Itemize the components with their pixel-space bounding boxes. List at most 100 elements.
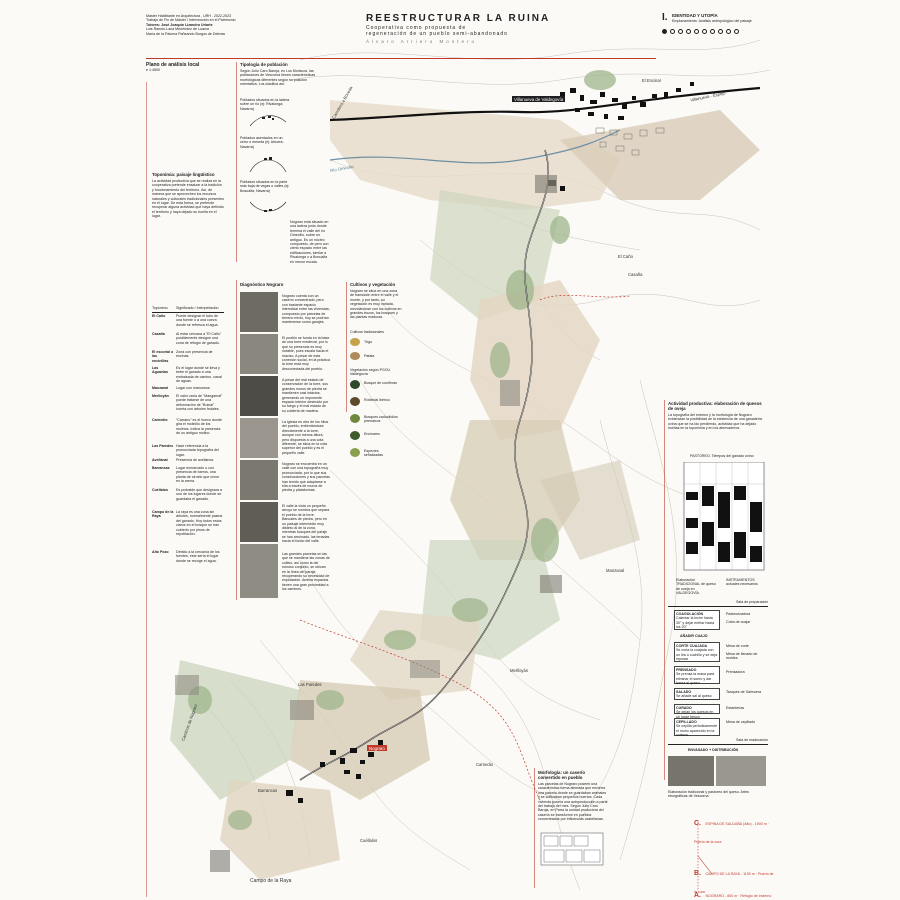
toponym-name: El escorial o las encinillas [152, 350, 174, 363]
diagnostico-rule [236, 280, 237, 600]
progress-dot [686, 29, 691, 34]
page-title: REESTRUCTURAR LA RUINA [366, 13, 551, 24]
sala-mad-label: Sala de maduración [736, 738, 768, 742]
route-text: NOGRARO - 800 m · Refugio de invierno [705, 894, 772, 898]
toponym-desc: Es probable que designara a uno de los l… [176, 488, 222, 501]
step-desc: Se prensa la masa para eliminar el suero… [676, 672, 715, 686]
tool-label: Mesa de llenado de moldes [726, 652, 758, 661]
label-el-cano: El Caño [618, 254, 633, 259]
toponym-desc: Debido a la cercanía de los fuentes, est… [176, 550, 220, 563]
toponimia-heading: Toponimia: paisaje lingüístico [152, 172, 215, 177]
tipologia-rule [236, 62, 237, 262]
route-text: ESPINA DE SALDAÑA (Alto) - 1900 m · Puer… [694, 822, 769, 844]
toponym-name: Campo de la Raya [152, 510, 174, 519]
toponimia-rows: El Caño Puede designar el tubo de una fu… [152, 314, 224, 570]
label-cuellalos: Cuéllalos [360, 838, 378, 843]
step-desc: Se corta la cuajada con un lira o cuchil… [676, 648, 718, 662]
plan-heading: Plano de análisis local [146, 62, 200, 68]
diagnostico-p1: Nograro cuenta con un caserío concentrad… [282, 294, 330, 325]
label-campo-raya: Campo de la Raya [250, 878, 292, 884]
route-line [697, 822, 713, 890]
subtitle-line: regeneración de un pueblo semi-abandonad… [366, 31, 508, 37]
label-el-encinar: El Encinar [642, 78, 662, 83]
photo-cheese-2 [716, 756, 766, 786]
progress-dot [702, 29, 707, 34]
tool-label: Mesa de corte [726, 644, 749, 648]
tipologia-type-3: Poblados situados en la parte más baja d… [240, 180, 290, 193]
toponimia-section: Toponimia: paisaje lingüístico La activi… [152, 172, 224, 219]
tipologia-heading: Tipología de población [240, 62, 288, 67]
toponym-desc: Zona con presencia de encinas. [176, 350, 213, 359]
sheet-desc: Emplazamiento. Análisis antropológico de… [672, 19, 752, 23]
toponym-name: Manzanal [152, 386, 169, 390]
morfologia-text: Las parcelas de Nograro poseen una carac… [538, 782, 608, 822]
tipologia-type-1: Poblados situados en la ladera sobre un … [240, 98, 290, 111]
step-cepillado: CEPILLADO Se cepilla periódicamente el m… [674, 718, 720, 738]
cheese-photo-caption: Elaboración tradicional y pastoreo del q… [668, 790, 749, 799]
label-barrancas: Barrancas [258, 788, 278, 793]
credit-line: Máster Habilitante en Arquitectura , URH… [146, 14, 232, 18]
calendar-title: PASTOREO. Tiempos del ganado ovino [690, 454, 754, 458]
veg-label: Bosques caducifolios pirenaicos [364, 415, 398, 424]
field-parcels [170, 100, 760, 880]
cultivos-heading: Cultivos y vegetación [350, 282, 396, 287]
step-coagulacion: COAGULACIÓN Calentar la leche hasta 30° … [674, 610, 720, 630]
step-name: CORTE CUAJADA [676, 644, 708, 648]
tool-label: Pasteurizadora [726, 612, 751, 616]
route-a: A. NOGRARO - 800 m · Refugio de invierno [694, 884, 774, 900]
sheet-number: I. [662, 12, 668, 23]
morfologia-rule [534, 768, 535, 888]
tool-label: Prensadora [726, 670, 745, 674]
progress-dot [710, 29, 715, 34]
toponym-desc: Al estar cercana a "El Caño" posiblement… [176, 332, 222, 345]
actividad-intro: La topografía del entorno y la morfologí… [668, 413, 762, 431]
diagnostico-p7: Las grandes parcelas en las que se manti… [282, 552, 330, 592]
morfologia-plan-sketch [540, 832, 604, 866]
toponym-desc: El valor varía de "Mangamal" puede trata… [176, 394, 223, 412]
label-carnedio: Carnedio [476, 762, 493, 767]
deciduous-icon [350, 414, 360, 423]
step-name: COAGULACIÓN [676, 612, 704, 616]
toponym-desc: Lugar enmarcado o con presencia de barro… [176, 466, 220, 484]
diagnostico-p5: Nograro se encuentra en un valle con una… [282, 462, 330, 493]
step-curado: CURADO Se dejan los quesos en un lugar f… [674, 704, 720, 719]
toponym-desc: Lugar con manzanos. [176, 386, 211, 390]
tipologia-note: Nograro está situado en una ladera junto… [290, 220, 329, 264]
step-desc: Se cepilla periódicamente el moho aparec… [676, 724, 718, 738]
actividad-section: Actividad productiva: elaboración de que… [668, 401, 768, 431]
veg-label: Robledal ibérico [364, 398, 390, 402]
route-text: CAMPO DE LA RAYA - 1150 m · Puerto de la… [694, 872, 774, 894]
step-desc: Calentar la leche hasta 30° y dejar enfr… [676, 616, 715, 630]
credit-line: María de la Paloma Pañeando Burgos de De… [146, 31, 226, 36]
sala-prep-label: Sala de preparación [736, 600, 769, 604]
subtitle-line: Cooperativa como propuesta de [366, 25, 467, 31]
morfologia-heading: Morfología: un caserío convertido en pue… [538, 770, 586, 780]
morfologia-section: Morfología: un caserío convertido en pue… [538, 770, 608, 822]
author: Álvaro Arriero Montero [366, 39, 478, 44]
toponym-name: Las Paredes [152, 444, 174, 448]
crops-heading: Cultivos tradicionales [350, 330, 384, 334]
step-cuajo: AÑADIR CUAJO [680, 634, 708, 638]
photo-tower-interior [240, 376, 278, 416]
diagnostico-heading: Diagnóstico Nograro [240, 282, 284, 287]
credit-line: Tutores: José Joaquín Lizandro Uriarte [146, 22, 213, 27]
route-letter: B. [694, 870, 701, 877]
veg-label: Bosque de coníferas [364, 381, 397, 385]
step-salado: SALADO Se añade sal al queso [674, 688, 720, 700]
progress-dot [726, 29, 731, 34]
instr-col-label: INSTRUMENTOS actuales necesarios [726, 578, 758, 587]
photo-valley [240, 502, 278, 542]
main-road [329, 86, 761, 122]
table-rule [152, 312, 224, 313]
photo-tower [240, 334, 278, 374]
tipologia-section: Tipología de población Según Julio Caro … [240, 62, 318, 87]
toponym-desc: Hace referencia a la pronunciada topogra… [176, 444, 219, 457]
toponym-desc: Es el lugar donde se lleva y bebe el gan… [176, 366, 222, 384]
step-prensado: PRENSADO Se prensa la masa para eliminar… [674, 666, 720, 686]
veg-heading: Vegetación según PGOU Valdegovía [350, 368, 391, 377]
page-subtitle: Cooperativa como propuesta de regeneraci… [366, 25, 526, 37]
tool-label: Mesa de cepillado [726, 720, 755, 724]
river-line [329, 129, 621, 164]
